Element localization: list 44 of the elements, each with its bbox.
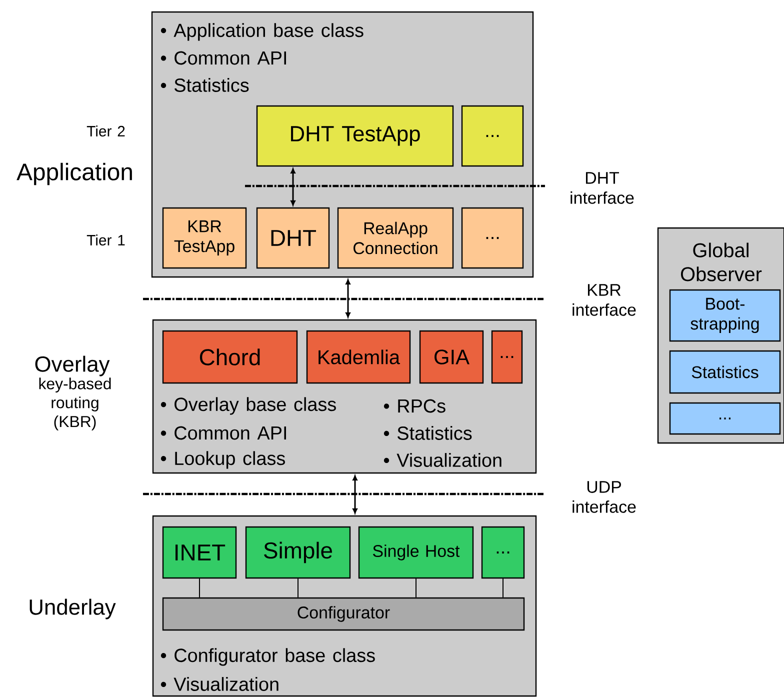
- arrow: [346, 279, 350, 318]
- bullet-item: • Application base class: [160, 23, 364, 41]
- box-heading: Global Observer: [680, 242, 762, 282]
- bullet-item: • Lookup class: [160, 451, 285, 469]
- module-box: ...: [481, 526, 525, 579]
- module-box: ...: [669, 402, 781, 435]
- connector-line: [502, 578, 504, 598]
- module-box: GIA: [419, 330, 484, 384]
- bullet-item: • Statistics: [160, 78, 249, 92]
- interface-label: Tier 1: [86, 234, 125, 246]
- module-box: DHT TestApp: [256, 105, 454, 167]
- layer-label: key-based routing (KBR): [39, 378, 111, 430]
- layer-label: Application: [16, 162, 132, 186]
- module-box: KBR TestApp: [162, 207, 247, 269]
- module-box: Statistics: [669, 350, 781, 394]
- interface-label: DHT interface: [570, 172, 634, 204]
- module-box: ...: [491, 330, 523, 384]
- bullet-item: • Statistics: [384, 426, 472, 440]
- module-box: Chord: [162, 330, 298, 384]
- bullet-item: • Common API: [160, 426, 286, 440]
- module-box: Simple: [245, 526, 351, 579]
- layer-label: Underlay: [30, 598, 116, 620]
- interface-label: KBR interface: [572, 284, 636, 316]
- module-box: ...: [461, 207, 524, 269]
- bullet-item: • RPCs: [384, 399, 446, 413]
- module-box: Boot-strapping: [669, 289, 781, 342]
- bullet-item: • Common API: [160, 51, 286, 65]
- interface-label: UDP interface: [572, 481, 636, 513]
- arrow: [352, 475, 358, 514]
- connector-line: [199, 578, 200, 598]
- interface-label: Tier 2: [86, 126, 125, 136]
- bullet-item: • Overlay base class: [160, 397, 336, 415]
- configurator-bar: Configurator: [162, 597, 525, 631]
- module-box: Single Host: [358, 526, 474, 579]
- module-box: DHT: [256, 207, 330, 269]
- module-box: INET: [162, 526, 237, 579]
- bullet-item: • Visualization: [384, 453, 502, 467]
- module-box: RealApp Connection: [337, 207, 454, 269]
- module-box: Kademlia: [306, 330, 411, 384]
- arrow: [290, 168, 296, 206]
- layer-label: Overlay: [35, 356, 110, 376]
- bullet-item: • Visualization: [160, 677, 278, 691]
- module-box: ...: [461, 105, 524, 167]
- bullet-item: • Configurator base class: [160, 648, 375, 666]
